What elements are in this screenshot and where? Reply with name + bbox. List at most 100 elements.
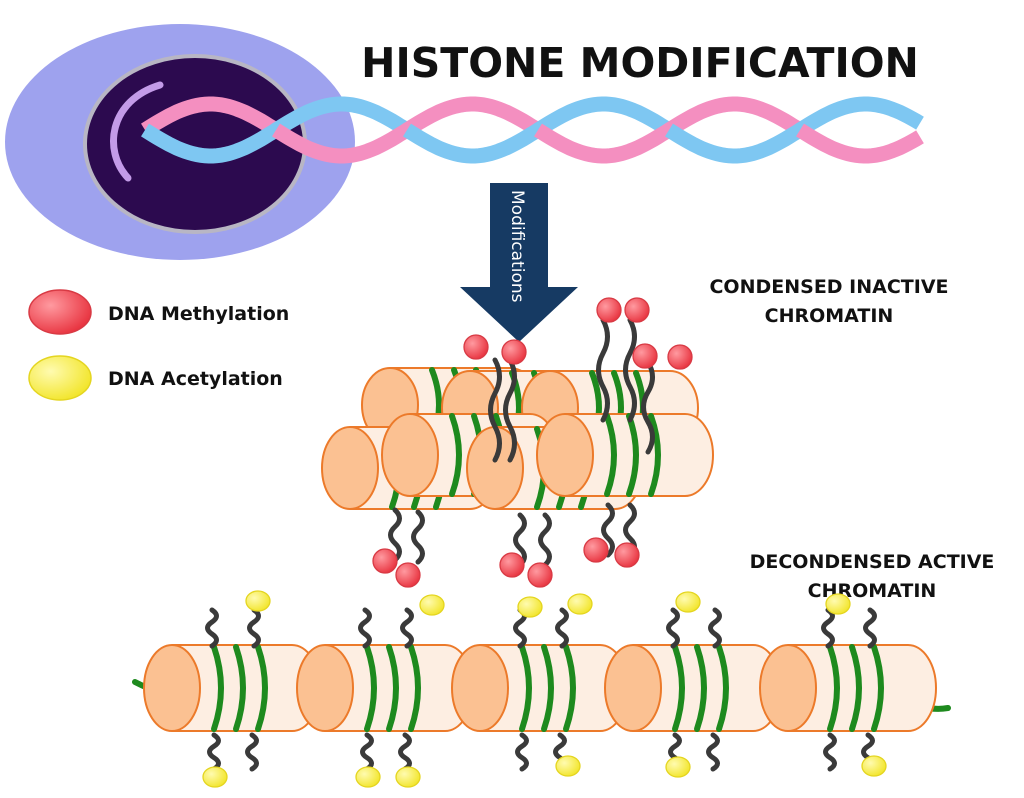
dna-wrap-band (871, 644, 884, 732)
dna-strand-pink (796, 123, 924, 164)
methyl-group-mark (372, 548, 398, 574)
dna-strand-blue (403, 123, 543, 164)
histone-face (296, 644, 354, 732)
dna-wrap-band (386, 644, 399, 732)
methyl-group-mark (527, 562, 553, 588)
histone-tail (388, 507, 402, 563)
page-title: HISTONE MODIFICATION (361, 39, 919, 87)
histone-tail (503, 357, 517, 463)
histone-face (536, 413, 594, 497)
acetyl-group-mark (395, 766, 421, 788)
acetyl-group-mark (355, 766, 381, 788)
nucleosome (143, 644, 321, 732)
modifications-arrow: Modifications (460, 183, 578, 342)
histone-tail (360, 732, 374, 772)
methyl-group-mark (463, 334, 489, 360)
condensed-label-line2: CHROMATIN (765, 305, 894, 327)
histone-tail (207, 732, 221, 772)
nucleosome (536, 413, 714, 497)
nucleosome (451, 644, 629, 732)
histone-tail (641, 359, 655, 455)
histone-tail (205, 607, 219, 649)
histone-tail (708, 607, 722, 649)
dna-wrap-band (626, 413, 639, 497)
condensed-chromatin (321, 297, 714, 588)
dna-wrap-band (233, 644, 246, 732)
methyl-group-mark (614, 542, 640, 568)
histone-tail (666, 607, 680, 649)
histone-tail (601, 502, 615, 558)
acetyl-group-mark (419, 594, 445, 616)
histone-tail (398, 732, 412, 772)
dna-strand-pink (141, 96, 281, 137)
dna-strand-blue (665, 123, 805, 164)
histone-tail (823, 732, 837, 772)
acetyl-group-mark (555, 755, 581, 777)
histone-face (451, 644, 509, 732)
acetyl-group-mark (825, 593, 851, 615)
dna-strand-blue (272, 96, 412, 137)
histone-face (604, 644, 662, 732)
histone-tail (247, 607, 261, 649)
histone-face (381, 413, 439, 497)
acetyl-group-mark (202, 766, 228, 788)
acetyl-group-mark (861, 755, 887, 777)
acetyl-group-mark (665, 756, 691, 778)
nucleus-highlight (110, 81, 164, 182)
decondensed-chromatin (132, 590, 951, 788)
dna-wrap-band (648, 413, 661, 497)
dna-wrap-band (519, 644, 532, 732)
dna-strand-blue (534, 96, 674, 137)
acetyl-group-mark (245, 590, 271, 612)
decondensed-label-line2: CHROMATIN (808, 580, 937, 602)
histone-face (143, 644, 201, 732)
acetyl-group-mark (567, 593, 593, 615)
histone-tail (245, 732, 259, 772)
dna-double-helix (141, 96, 924, 164)
dna-wrap-band (563, 644, 576, 732)
methyl-group-mark (596, 297, 622, 323)
dna-wrap-band (604, 413, 617, 497)
methyl-group-mark (632, 343, 658, 369)
dna-wrap-band (672, 644, 685, 732)
dna-wrap-band (716, 644, 729, 732)
acetylation-legend-icon (28, 355, 92, 401)
methyl-group-mark (499, 552, 525, 578)
arrow-label: Modifications (507, 190, 527, 303)
dna-wrap-band (541, 644, 554, 732)
histone-tail (538, 512, 552, 568)
histone-tail (706, 732, 720, 772)
nucleosome (759, 644, 937, 732)
histone-tail (515, 732, 529, 772)
methylation-legend-label: DNA Methylation (108, 303, 289, 325)
dna-wrap-band (211, 644, 224, 732)
methyl-group-mark (583, 537, 609, 563)
dna-strand-pink (665, 96, 805, 137)
dna-strand-pink (534, 123, 674, 164)
dna-strand-pink (272, 123, 412, 164)
acetyl-group-mark (675, 591, 701, 613)
dna-wrap-band (449, 413, 462, 497)
acetylation-legend-label: DNA Acetylation (108, 368, 283, 390)
histone-tail (400, 607, 414, 649)
arrow-shape (460, 183, 578, 342)
methyl-group-mark (501, 339, 527, 365)
dna-wrap-band (694, 644, 707, 732)
methyl-group-mark (667, 344, 693, 370)
dna-wrap-band (255, 644, 268, 732)
methyl-group-mark (395, 562, 421, 588)
dna-strand-pink (403, 96, 543, 137)
methylation-legend-icon (28, 289, 92, 335)
nucleus (83, 54, 307, 234)
histone-tail (358, 607, 372, 649)
histone-tail (863, 607, 877, 649)
nucleosome (604, 644, 782, 732)
histone-tail (596, 317, 610, 423)
dna-wrap-band (364, 644, 377, 732)
nucleosome (296, 644, 474, 732)
dna-wrap-band (849, 644, 862, 732)
legend: DNA Methylation DNA Acetylation (28, 289, 289, 401)
histone-tail (488, 357, 502, 463)
histone-tail (411, 509, 425, 565)
